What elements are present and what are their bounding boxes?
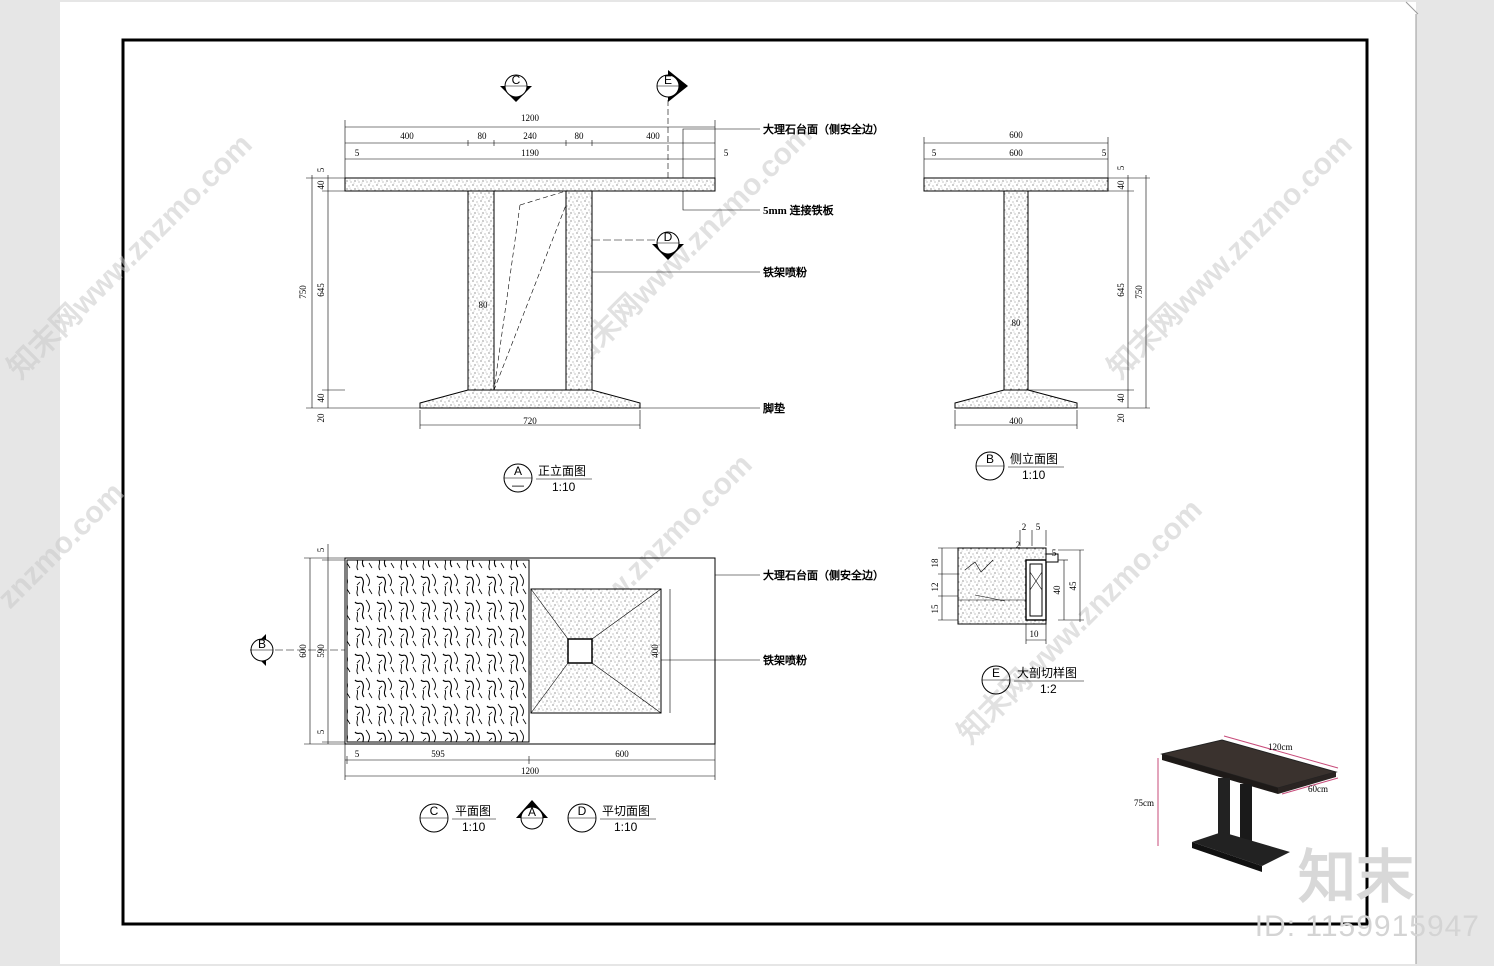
brand-logo: 知末 <box>1298 843 1415 911</box>
section-detail: 2 5 2 5 18 12 15 40 45 10 E 大剖切样图 1:2 <box>930 522 1084 696</box>
dim: 80 <box>575 131 585 141</box>
marker-letter: D <box>664 230 673 244</box>
dim: 10 <box>1030 629 1040 639</box>
dim: 40 <box>316 180 326 190</box>
section-marker-e: E <box>656 70 688 180</box>
dim: 1200 <box>521 766 540 776</box>
dim: 5 <box>355 749 360 759</box>
dim: 600 <box>615 749 629 759</box>
dim: 590 <box>316 644 326 658</box>
watermark: znzmo.com <box>0 476 130 615</box>
title-marker: B <box>986 452 994 466</box>
dim: 80 <box>1012 318 1022 328</box>
view-scale: 1:10 <box>552 480 576 494</box>
dim: 400 <box>646 131 660 141</box>
section-marker-d: D <box>652 230 684 260</box>
title-marker: E <box>992 666 1000 680</box>
view-title: 大剖切样图 <box>1017 665 1077 680</box>
dim: 645 <box>1116 283 1126 297</box>
view-scale: 1:10 <box>614 820 638 834</box>
view-title: 平切面图 <box>602 804 650 818</box>
dim: 5 <box>1052 548 1057 558</box>
dim: 15 <box>930 604 940 614</box>
dim: 20 <box>1116 413 1126 423</box>
dim: 40 <box>1052 585 1062 595</box>
watermark: 知末网www.znzmo.com <box>2 128 259 385</box>
dim: 5 <box>1116 165 1126 170</box>
note-marble-top: 大理石台面（侧安全边） <box>763 122 884 136</box>
marker-letter: B <box>258 637 266 651</box>
dim: 5 <box>316 729 326 734</box>
view-title: 正立面图 <box>538 463 586 478</box>
dim: 12 <box>930 583 940 592</box>
note-marble-top: 大理石台面（侧安全边） <box>763 568 884 582</box>
dim-total-width: 1200 <box>521 113 540 123</box>
dim: 5 <box>724 148 729 158</box>
title-frame <box>121 38 1369 926</box>
photo-width-label: 120cm <box>1268 742 1293 752</box>
dim: 20 <box>316 413 326 423</box>
watermark: 知末网www.znzmo.com <box>562 118 819 375</box>
svg-text:—: — <box>512 478 524 492</box>
dim: 400 <box>400 131 414 141</box>
dim: 5 <box>316 547 326 552</box>
image-id: ID: 1159915947 <box>1254 910 1480 943</box>
dim: 1190 <box>521 148 539 158</box>
dim: 600 <box>1009 148 1023 158</box>
side-elevation: 600 5 600 5 80 400 5 40 645 750 40 20 B … <box>923 130 1150 482</box>
view-title: 平面图 <box>455 804 491 818</box>
dim: 80 <box>479 300 489 310</box>
drawing-sheet <box>60 2 1416 964</box>
watermark: 知末网www.znzmo.com <box>1102 128 1359 385</box>
title-marker: C <box>430 804 439 818</box>
dim: 5 <box>1102 148 1107 158</box>
marker-letter: E <box>664 73 672 87</box>
dim: 5 <box>316 167 326 172</box>
note-frame: 铁架喷粉 <box>763 265 807 279</box>
view-scale: 1:10 <box>462 820 486 834</box>
dim: 2 <box>1016 540 1021 550</box>
dim: 400 <box>1009 416 1023 426</box>
photo-depth-label: 60cm <box>1308 784 1328 794</box>
dim: 5 <box>1036 522 1041 532</box>
watermarks: 知末网www.znzmo.com 知末网www.znzmo.com 知末网www… <box>0 118 1359 750</box>
note-plate: 5mm 连接铁板 <box>763 203 835 217</box>
dim: 720 <box>523 416 537 426</box>
dim: 40 <box>1116 393 1126 403</box>
dim: 45 <box>1068 581 1078 591</box>
dim: 240 <box>523 131 537 141</box>
dim: 18 <box>930 558 940 568</box>
front-elevation: 1200 400 80 240 80 400 5 1190 5 750 5 40… <box>298 113 884 494</box>
dim: 600 <box>1009 130 1023 140</box>
note-frame: 铁架喷粉 <box>763 653 807 667</box>
dim: 5 <box>932 148 937 158</box>
dim: 750 <box>298 285 308 299</box>
photo-height-label: 75cm <box>1134 798 1154 808</box>
dim: 5 <box>355 148 360 158</box>
title-marker: A <box>514 464 522 478</box>
dim: 2 <box>1022 522 1027 532</box>
dim: 80 <box>478 131 488 141</box>
dim: 645 <box>316 283 326 297</box>
note-foot: 脚垫 <box>763 401 785 415</box>
dim: 40 <box>316 393 326 403</box>
section-marker-c: C <box>500 73 532 102</box>
dim: 750 <box>1134 285 1144 299</box>
marker-letter: C <box>512 73 521 87</box>
dim: 400 <box>650 644 660 658</box>
table-photo: 75cm 120cm 60cm <box>1134 735 1339 872</box>
plan-view: 400 600 5 590 5 5 595 600 1200 大理石台面（侧安全… <box>250 544 884 834</box>
view-title: 侧立面图 <box>1010 451 1058 466</box>
view-scale: 1:2 <box>1040 682 1057 696</box>
dim: 40 <box>1116 180 1126 190</box>
view-scale: 1:10 <box>1022 468 1046 482</box>
marker-letter: A <box>528 805 536 819</box>
dim: 595 <box>431 749 445 759</box>
dim: 600 <box>298 644 308 658</box>
title-marker: D <box>578 804 587 818</box>
